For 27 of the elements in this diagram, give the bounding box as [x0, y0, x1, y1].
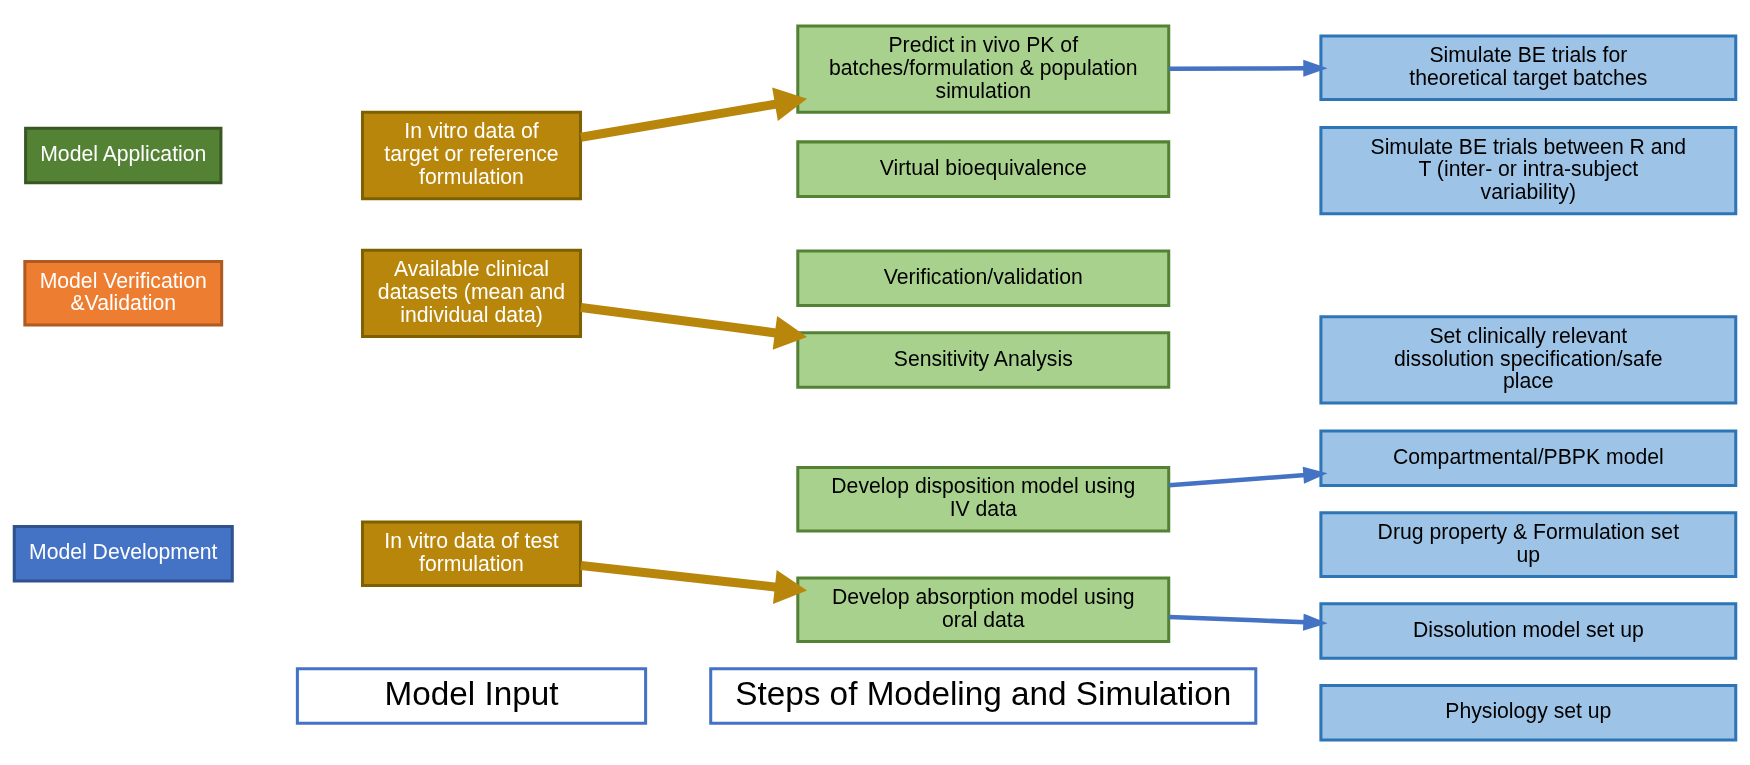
arrow — [580, 560, 808, 604]
node-box: Model Verification &Validation — [23, 259, 224, 327]
arrow — [580, 302, 808, 350]
node-box: Develop disposition model using IV data — [796, 465, 1171, 532]
node-box: Model Input — [295, 666, 648, 725]
node-box: Steps of Modeling and Simulation — [709, 666, 1258, 725]
node-box: Dissolution model set up — [1319, 601, 1738, 660]
node-box: Develop absorption model using oral data — [796, 575, 1171, 643]
node-box: Available clinical datasets (mean and individual data) — [360, 248, 583, 338]
node-box: Physiology set up — [1319, 683, 1738, 741]
node-box: Set clinically relevant dissolution specification/safe place — [1319, 314, 1738, 405]
node-box: Model Development — [12, 524, 234, 582]
arrow — [1168, 613, 1328, 631]
node-box: Simulate BE trials for theoretical target batches — [1319, 33, 1738, 101]
node-box: Simulate BE trials between R and T (inter- or intra-subject variability) — [1319, 125, 1738, 215]
node-box: Sensitivity Analysis — [796, 330, 1171, 389]
node-box: In vitro data of target or reference formulation — [360, 110, 583, 200]
arrow — [580, 86, 807, 142]
node-box: Predict in vivo PK of batches/formulation & population simulation — [796, 24, 1171, 114]
arrow — [1169, 59, 1328, 77]
node-box: In vitro data of test formulation — [360, 519, 583, 587]
node-box: Drug property & Formulation set up — [1319, 510, 1738, 578]
node-box: Compartmental/PBPK model — [1319, 429, 1738, 487]
node-box: Virtual bioequivalence — [796, 139, 1171, 198]
node-box: Model Application — [24, 126, 223, 184]
node-box: Verification/validation — [796, 248, 1171, 307]
arrow — [1168, 466, 1328, 488]
